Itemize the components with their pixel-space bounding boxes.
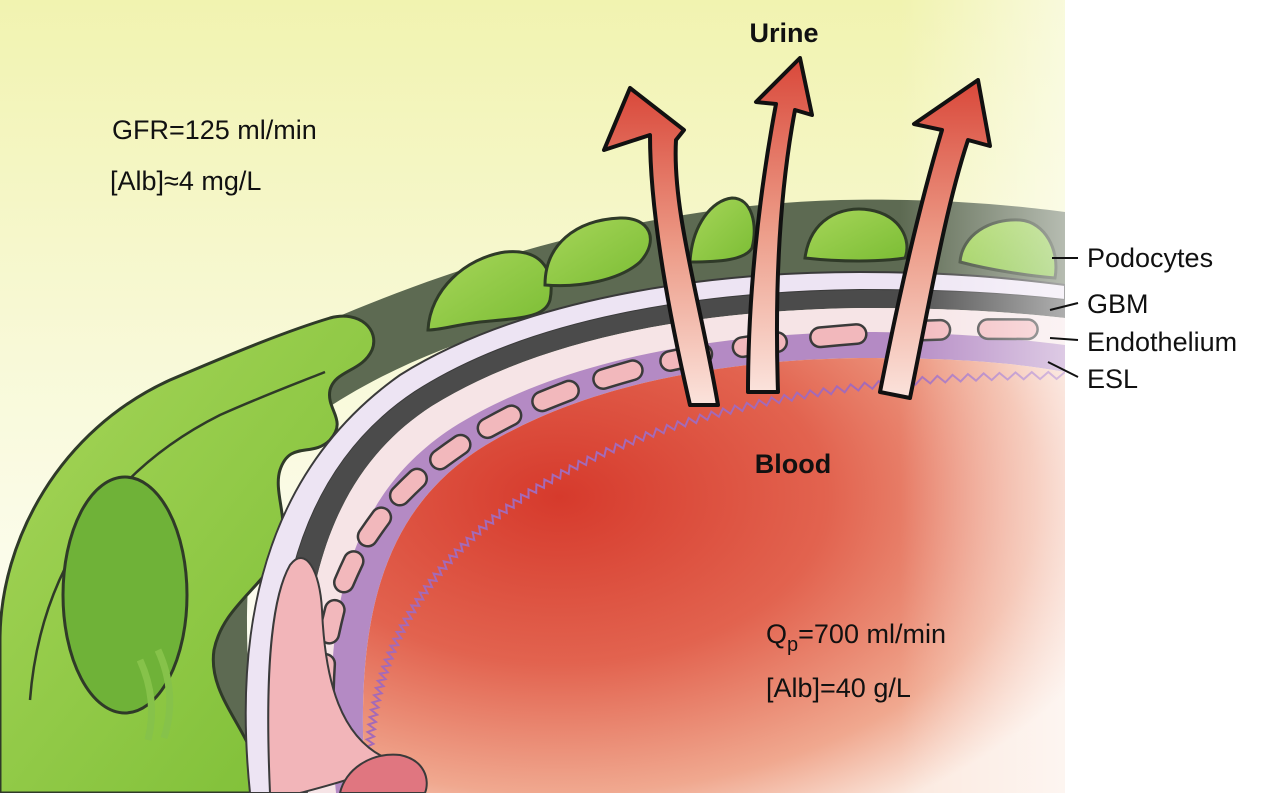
endothelial-dash [391,470,426,505]
label-margin-cover [1065,0,1280,793]
filtration-arrow [878,78,992,400]
gfr-label: GFR=125 ml/min [112,115,317,145]
endothelial-dash [594,361,642,388]
endothelial-dash [479,406,520,437]
endothelium-leader [1049,337,1079,341]
endothelial-dash [431,436,470,468]
podocytes-label: Podocytes [1087,243,1213,273]
foot-process [688,196,756,264]
blood-label: Blood [755,449,831,479]
endothelial-dash [320,601,344,643]
plasma-flow-label: Qp=700 ml/min [766,619,946,656]
endothelial-dash [533,382,578,410]
esl-fuzzy-edge [363,370,1066,793]
organelle [136,658,156,741]
foot-process [543,216,652,288]
filtration-arrow [746,56,814,394]
endothelial-dash [359,508,390,546]
cell-membrane-line [28,370,326,701]
gbm-label: GBM [1087,289,1149,319]
endothelial-dash [811,325,866,346]
endothelial-nucleus [338,753,428,793]
filtration-arrow [602,86,720,407]
foot-process [426,250,553,332]
esl-leader [1047,361,1079,378]
endothelium-label: Endothelium [1087,327,1237,357]
organelle [154,648,174,740]
esl-label: ESL [1087,364,1138,394]
blood-albumin-label: [Alb]=40 g/L [766,673,911,703]
urine-albumin-label: [Alb]≈4 mg/L [110,166,261,196]
urine-label: Urine [749,18,818,48]
gbm-leader [1049,302,1079,311]
capillary-lumen [362,358,1065,793]
endothelial-dash [335,552,363,591]
